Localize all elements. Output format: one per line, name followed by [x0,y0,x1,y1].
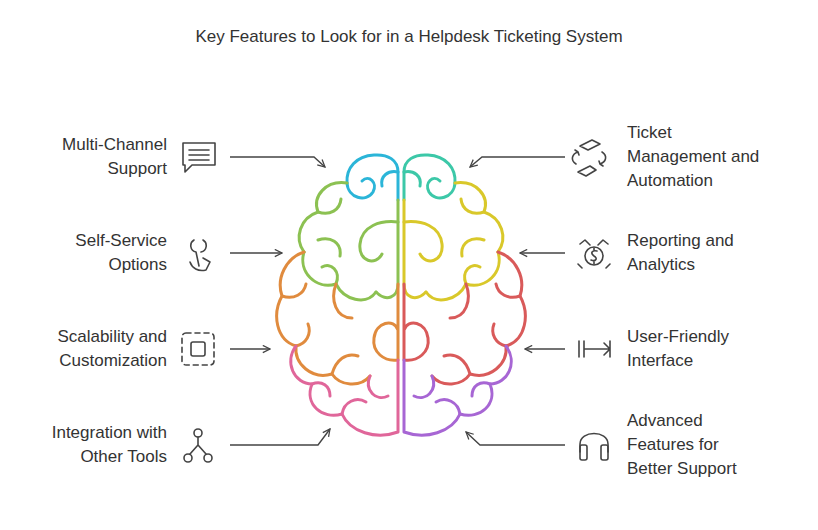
headphones-icon [580,434,608,461]
feature-label: Scalability and Customization [33,325,167,373]
network-icon [184,429,212,462]
leader-arrows [230,157,565,445]
feature-label: User-Friendly Interface [627,325,749,373]
feature-label: Self-Service Options [39,229,167,277]
diagram-title: Key Features to Look for in a Helpdesk T… [189,25,629,49]
analytics-icon [578,240,610,268]
feature-label: Reporting and Analytics [627,229,749,277]
feature-label: Multi-Channel Support [39,133,167,181]
brain-illustration [277,155,398,435]
chat-icon [183,143,215,172]
automation-icon [572,140,605,176]
interface-icon [579,341,610,357]
scale-icon [182,333,214,365]
brain-illustration [404,155,525,435]
feature-label: Integration with Other Tools [25,421,167,469]
tool-icon [190,240,210,271]
feature-label: Ticket Management and Automation [627,121,773,193]
feature-label: Advanced Features for Better Support [627,409,747,481]
